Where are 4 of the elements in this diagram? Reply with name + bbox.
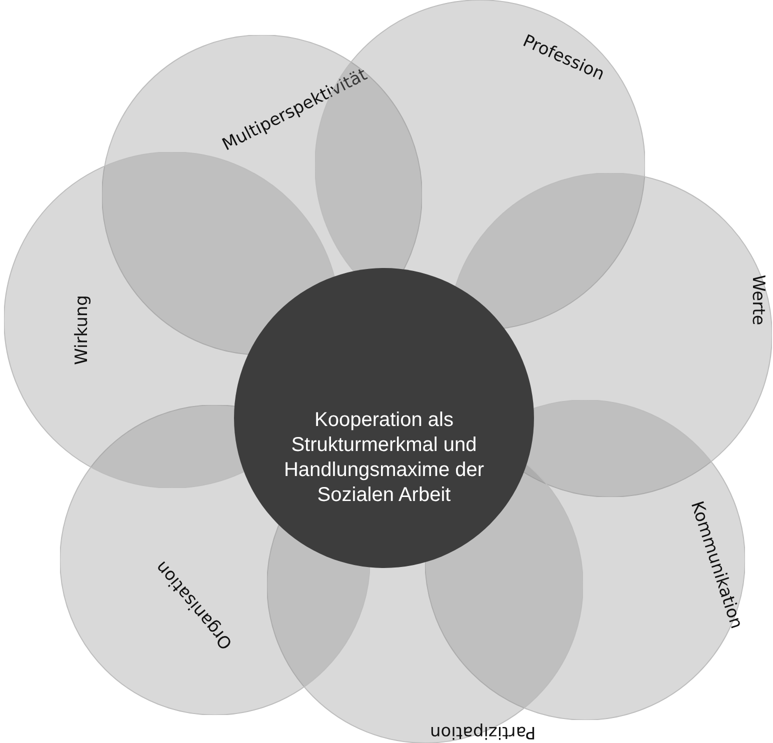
center-label: Kooperation als Strukturmerkmal und Handlungsmaxime der Sozialen Arbeit xyxy=(282,408,486,508)
petal-label: Partizipation xyxy=(430,722,536,742)
petal-label: Wirkung xyxy=(72,295,92,365)
petal-label: Werte xyxy=(748,274,768,326)
